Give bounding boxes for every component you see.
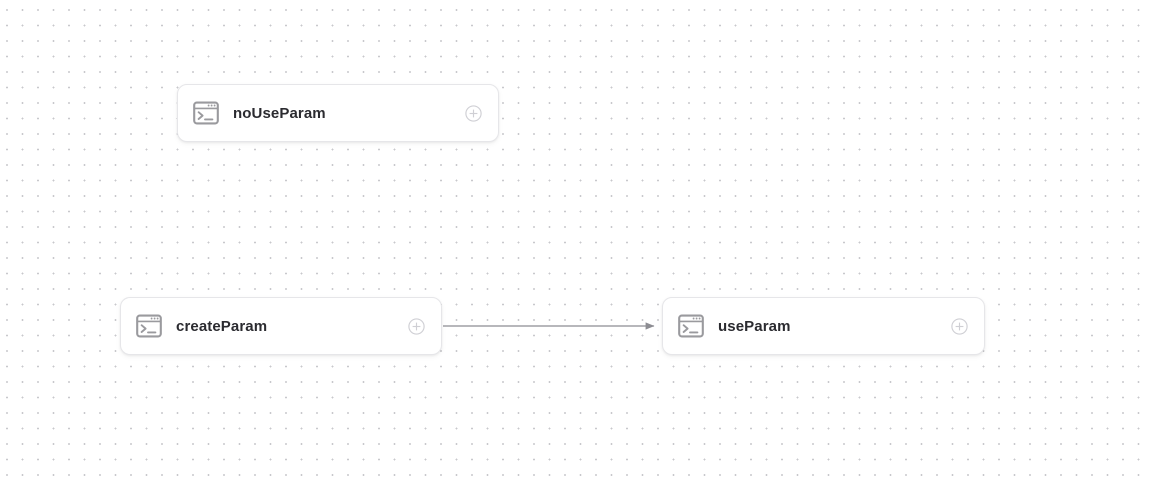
terminal-icon	[193, 101, 219, 125]
node-use-param[interactable]: useParam	[662, 297, 985, 355]
node-create-param[interactable]: createParam	[120, 297, 442, 355]
node-label: useParam	[718, 317, 791, 335]
terminal-icon	[136, 314, 162, 338]
plus-circle-icon[interactable]	[951, 317, 968, 335]
plus-circle-icon[interactable]	[408, 317, 425, 335]
node-no-use-param[interactable]: noUseParam	[177, 84, 499, 142]
plus-circle-icon[interactable]	[465, 104, 482, 122]
node-label: noUseParam	[233, 104, 326, 122]
node-label: createParam	[176, 317, 268, 335]
terminal-icon	[678, 314, 704, 338]
